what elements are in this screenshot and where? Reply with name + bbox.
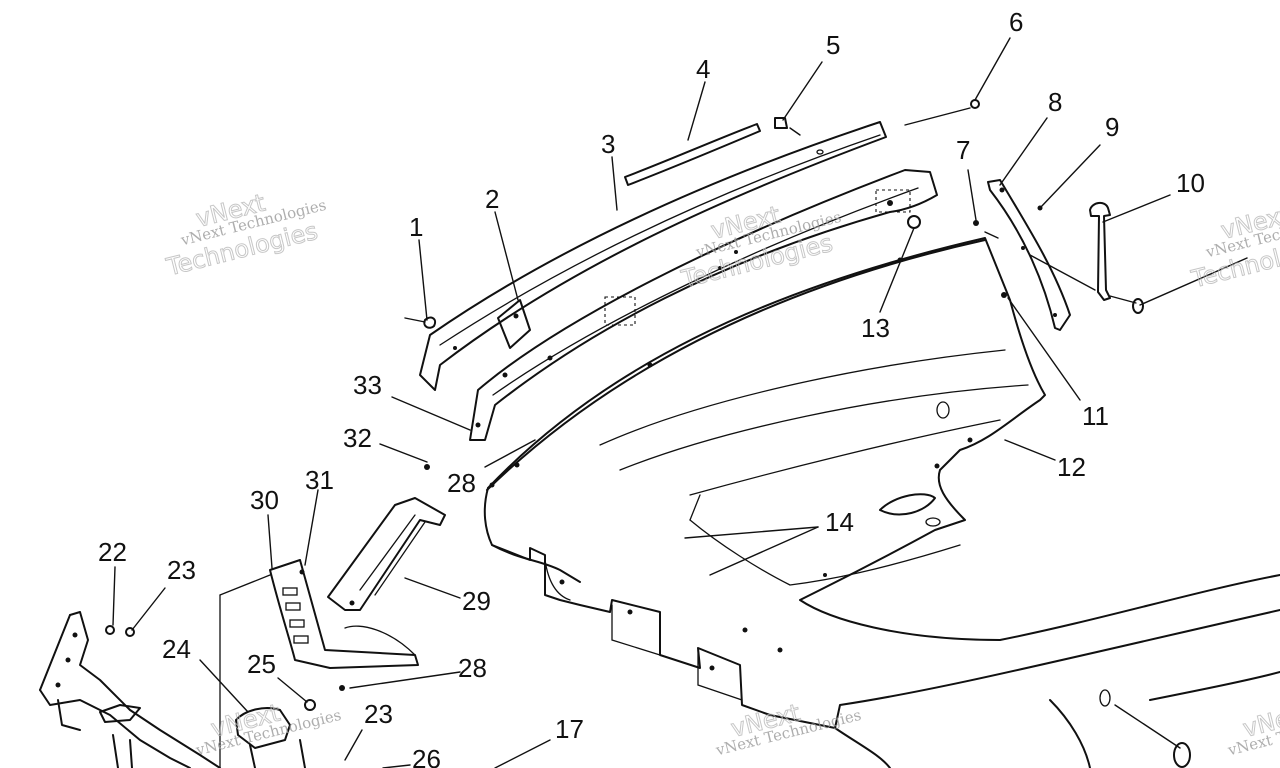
frame-lower-left (39, 574, 316, 768)
small-hardware (423, 99, 1043, 329)
callout-10: 10 (1176, 168, 1205, 198)
callout-28-left: 28 (447, 468, 476, 498)
callout-26: 26 (412, 744, 441, 768)
callout-7: 7 (956, 135, 970, 165)
callout-23-upper: 23 (167, 555, 196, 585)
callout-28-right: 28 (458, 653, 487, 683)
callout-24: 24 (162, 634, 191, 664)
callout-23-lower: 23 (364, 699, 393, 729)
callout-30: 30 (250, 485, 279, 515)
callout-4: 4 (696, 54, 710, 84)
callout-14: 14 (825, 507, 854, 537)
bracket-29-30 (269, 464, 446, 691)
callout-32: 32 (343, 423, 372, 453)
side-bracket-8 (987, 179, 1071, 331)
bumper-rail (469, 169, 938, 441)
callout-25: 25 (247, 649, 276, 679)
callout-13: 13 (861, 313, 890, 343)
hood-body (483, 237, 1280, 768)
callout-5: 5 (826, 30, 840, 60)
callout-31: 31 (305, 465, 334, 495)
leader-lines (112, 37, 1248, 768)
trim-strip-4 (624, 123, 761, 186)
grommet-plug (1173, 742, 1191, 768)
callout-22: 22 (98, 537, 127, 567)
callout-labels: 1 2 3 4 5 6 7 8 9 10 11 12 13 14 17 22 2… (98, 7, 1205, 768)
front-bumper-strip (419, 121, 887, 391)
callout-2: 2 (485, 184, 499, 214)
callout-9: 9 (1105, 112, 1119, 142)
callout-29: 29 (462, 586, 491, 616)
callout-11: 11 (1082, 401, 1109, 431)
latch-10 (1089, 202, 1144, 314)
callout-17: 17 (555, 714, 584, 744)
callout-6: 6 (1009, 7, 1023, 37)
callout-33: 33 (353, 370, 382, 400)
callout-1: 1 (409, 212, 423, 242)
callout-8: 8 (1048, 87, 1062, 117)
callout-12: 12 (1057, 452, 1086, 482)
callout-3: 3 (601, 129, 615, 159)
